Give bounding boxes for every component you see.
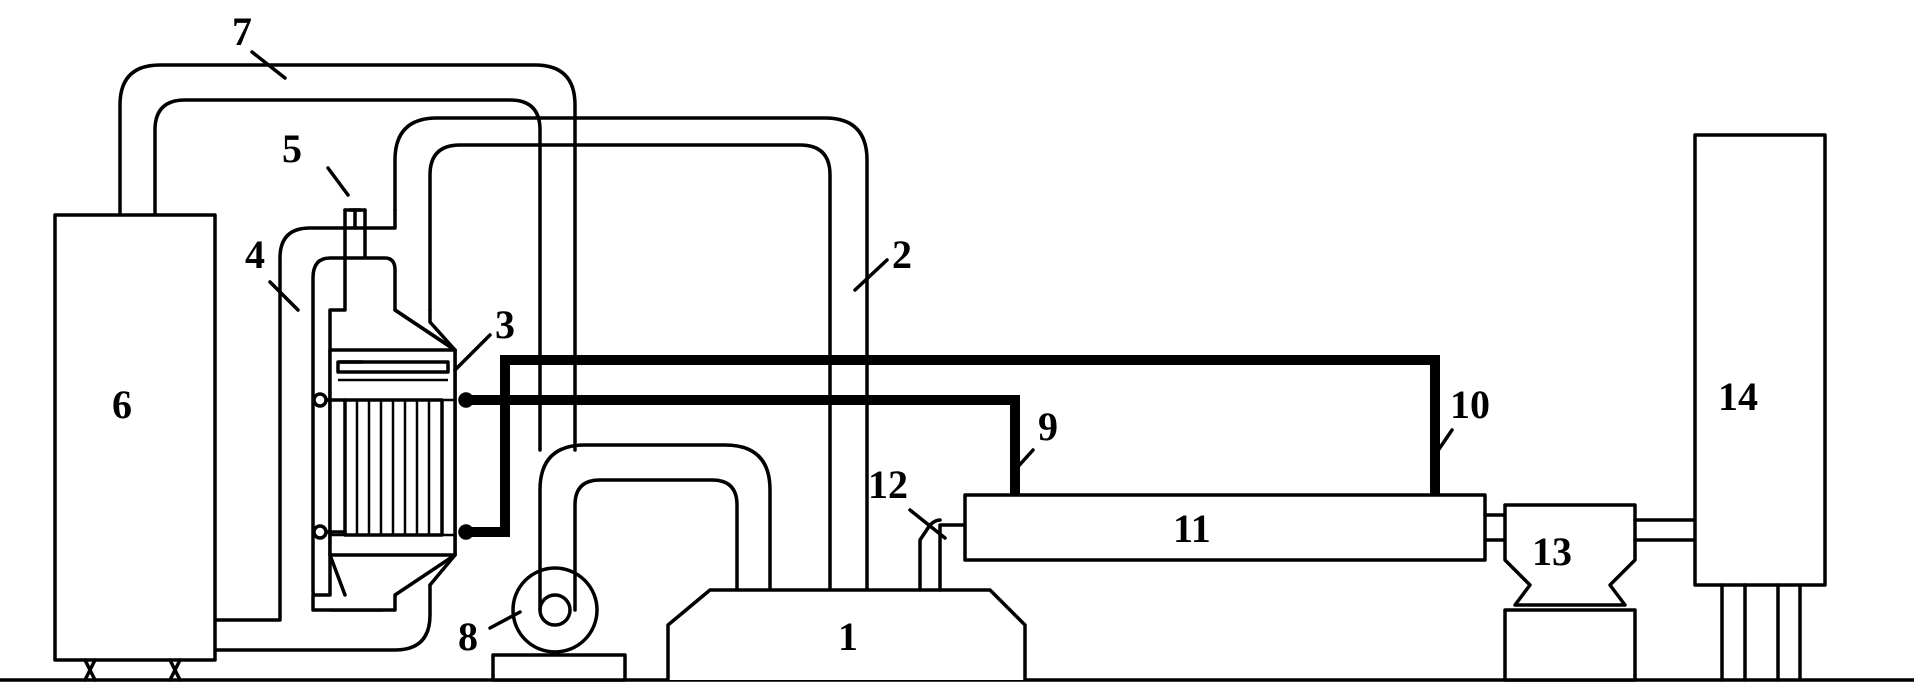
label-13: 13 (1532, 529, 1572, 574)
device-1 (666, 588, 1027, 680)
heat-exchanger-3 (311, 256, 474, 612)
valve-5 (343, 208, 367, 260)
fan-8 (491, 443, 772, 682)
label-7: 7 (232, 9, 252, 54)
line-9 (461, 395, 1020, 500)
label-14: 14 (1718, 374, 1758, 419)
label-4: 4 (245, 232, 265, 277)
callout-labels: 1 2 3 4 5 6 7 8 9 10 11 12 13 14 (112, 9, 1758, 659)
line-10 (461, 355, 1440, 537)
tank-6 (53, 213, 217, 682)
label-2: 2 (892, 232, 912, 277)
label-3: 3 (495, 302, 515, 347)
label-11: 11 (1173, 506, 1211, 551)
label-8: 8 (458, 614, 478, 659)
pipe-2 (393, 116, 869, 597)
label-12: 12 (868, 462, 908, 507)
label-10: 10 (1450, 382, 1490, 427)
column-14 (1693, 133, 1827, 682)
label-9: 9 (1038, 404, 1058, 449)
label-1: 1 (838, 614, 858, 659)
label-5: 5 (282, 126, 302, 171)
device-13 (1483, 503, 1697, 682)
device-11 (963, 493, 1487, 562)
leader-lines (250, 50, 1454, 630)
label-6: 6 (112, 382, 132, 427)
pipe-12 (918, 518, 967, 592)
